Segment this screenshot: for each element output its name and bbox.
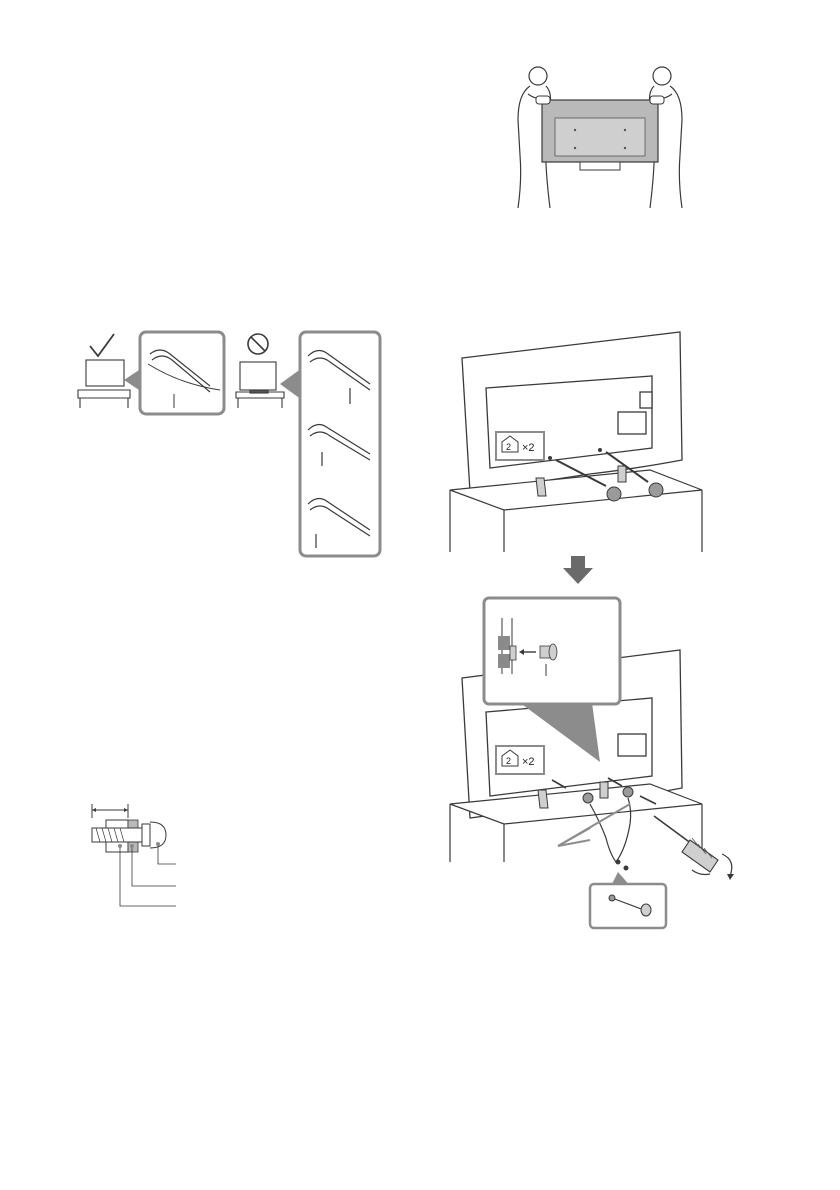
- quantity-badge: ×2: [522, 756, 535, 768]
- remove-stand-figure: 2 ×2: [440, 328, 720, 552]
- screw-length-diagram: [86, 796, 182, 916]
- callout-ng: [280, 332, 380, 556]
- tv-on-stand-ok: [78, 360, 130, 408]
- tv-on-stand-ng: [236, 362, 284, 408]
- svg-text:2: 2: [506, 756, 511, 766]
- carry-tv-figure: [500, 60, 700, 210]
- down-arrow-icon: [562, 556, 594, 586]
- prohibited-icon: [248, 334, 268, 354]
- screw-number-2-icon: 2 ×2: [496, 432, 544, 460]
- placement-figure: [70, 328, 390, 560]
- tv-back-carried: [536, 96, 664, 170]
- check-mark-icon: [90, 334, 114, 356]
- screwdriver-icon: [654, 816, 734, 880]
- quantity-badge: ×2: [522, 442, 535, 454]
- svg-text:2: 2: [506, 442, 511, 452]
- screw-number-2-icon: 2 ×2: [496, 746, 544, 774]
- callout-ok: [124, 332, 224, 414]
- attach-stand-figure: 2 ×2: [440, 592, 750, 932]
- screw-close-up-callout: [590, 872, 666, 928]
